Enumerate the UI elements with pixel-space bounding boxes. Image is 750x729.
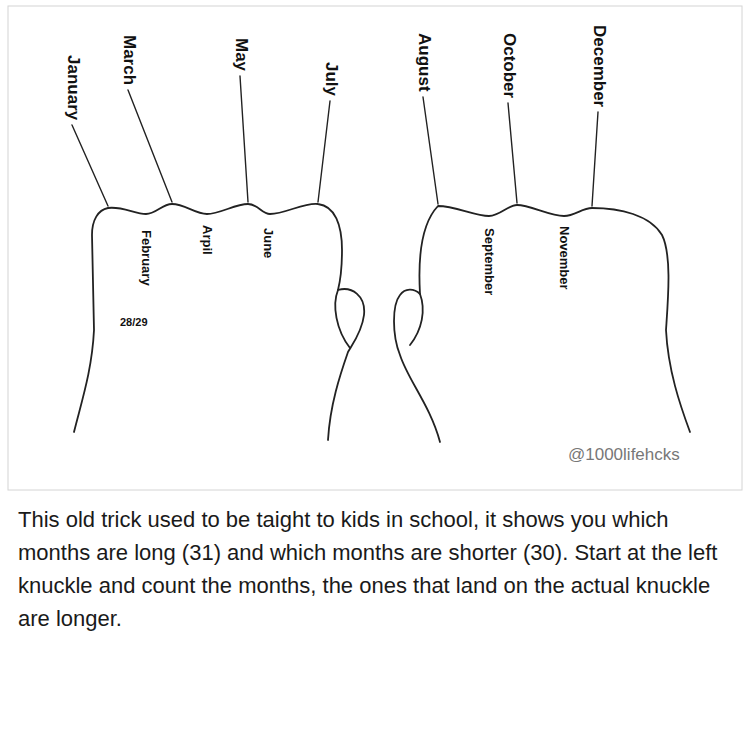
leader-line [128,90,172,202]
left-thumb-line [335,290,350,348]
right-thumb-line [410,294,423,345]
month-label: August [414,33,433,92]
leader-line [423,97,438,204]
month-label: October [499,33,518,98]
watermark: @1000lifehcks [568,446,680,465]
leader-line [72,125,108,206]
month-label: November [557,226,571,290]
month-label: May [231,38,250,71]
right-fist-outline [394,205,690,442]
left-fist-outline [74,204,364,440]
leader-line [508,103,517,203]
month-label: March [119,35,138,85]
month-label: February [139,230,153,286]
leader-line [318,101,330,202]
month-label: Arpil [200,225,214,255]
day-count: 28/29 [120,316,148,328]
month-label: July [321,62,340,96]
leader-line [240,76,248,202]
leader-line [592,112,598,206]
month-label: September [482,228,496,295]
month-label: January [63,55,82,120]
month-label: June [261,228,275,258]
picture-frame [8,6,742,490]
caption-text: This old trick used to be taight to kids… [18,503,732,635]
month-label: December [589,25,608,107]
